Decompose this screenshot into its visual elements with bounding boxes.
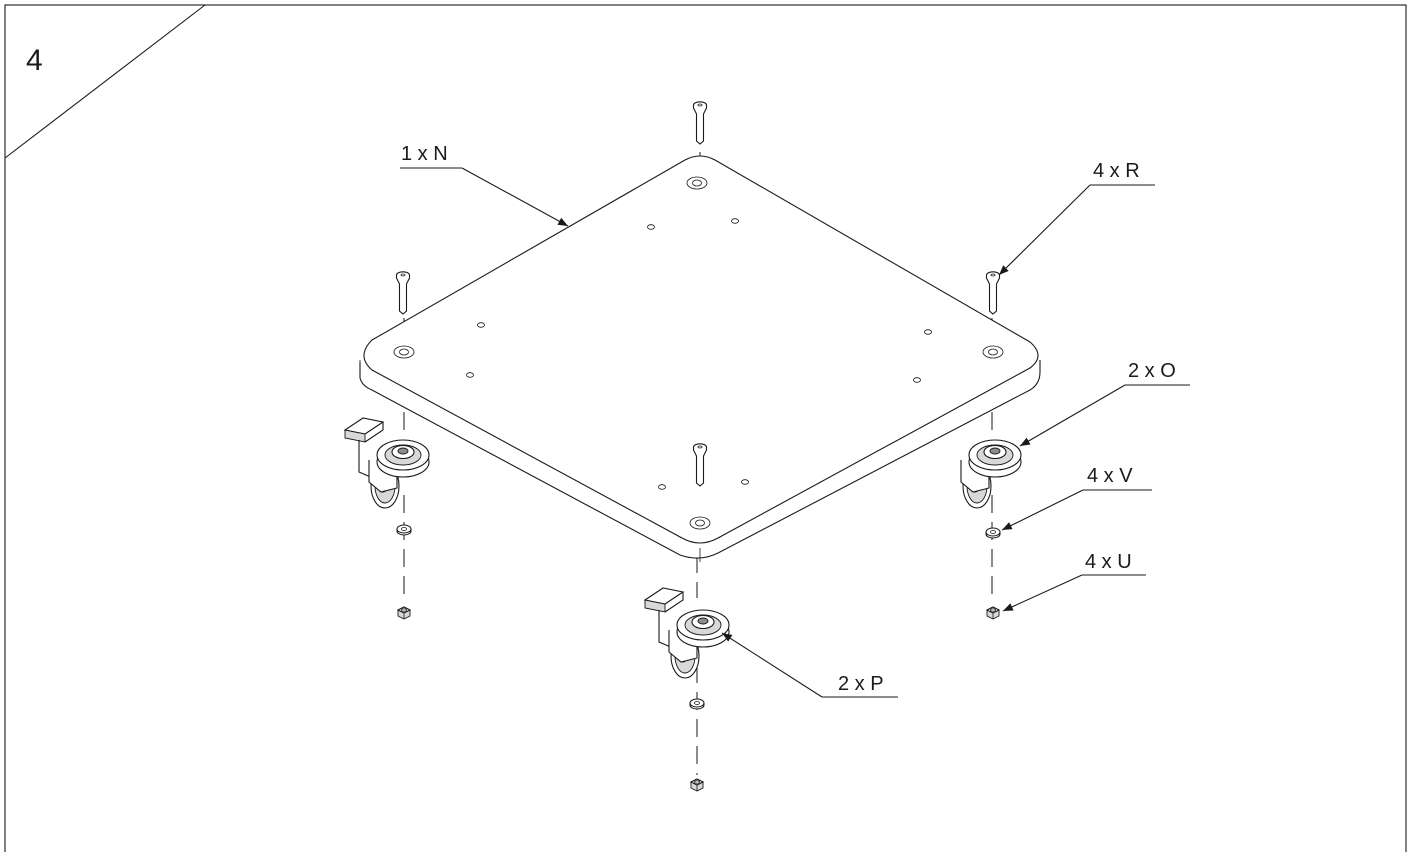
screw-left <box>395 271 411 315</box>
caster-right <box>960 439 1022 509</box>
label-casters-brake: 2 x P <box>838 673 884 695</box>
drawing-border <box>4 4 1407 857</box>
corner-holes <box>393 176 1004 530</box>
screw-right <box>985 271 1001 315</box>
washer-right <box>985 527 1001 539</box>
nut-left <box>397 606 411 620</box>
label-panel: 1 x N <box>401 143 448 165</box>
corner-divider <box>4 4 206 159</box>
screw-top <box>692 101 708 145</box>
leader-lines <box>400 167 1190 698</box>
washer-front <box>689 698 705 710</box>
washer-left <box>396 524 412 536</box>
label-casters-plain: 2 x O <box>1128 360 1176 382</box>
nut-right <box>986 606 1000 620</box>
pilot-holes <box>466 218 932 490</box>
base-panel <box>359 155 1041 562</box>
label-washers: 4 x V <box>1087 465 1133 487</box>
caster-brake-front <box>645 588 729 678</box>
caster-brake-left <box>345 418 429 508</box>
label-screws: 4 x R <box>1093 160 1140 182</box>
step-number: 4 <box>26 44 43 77</box>
nut-front <box>690 778 704 792</box>
label-nuts: 4 x U <box>1085 551 1132 573</box>
